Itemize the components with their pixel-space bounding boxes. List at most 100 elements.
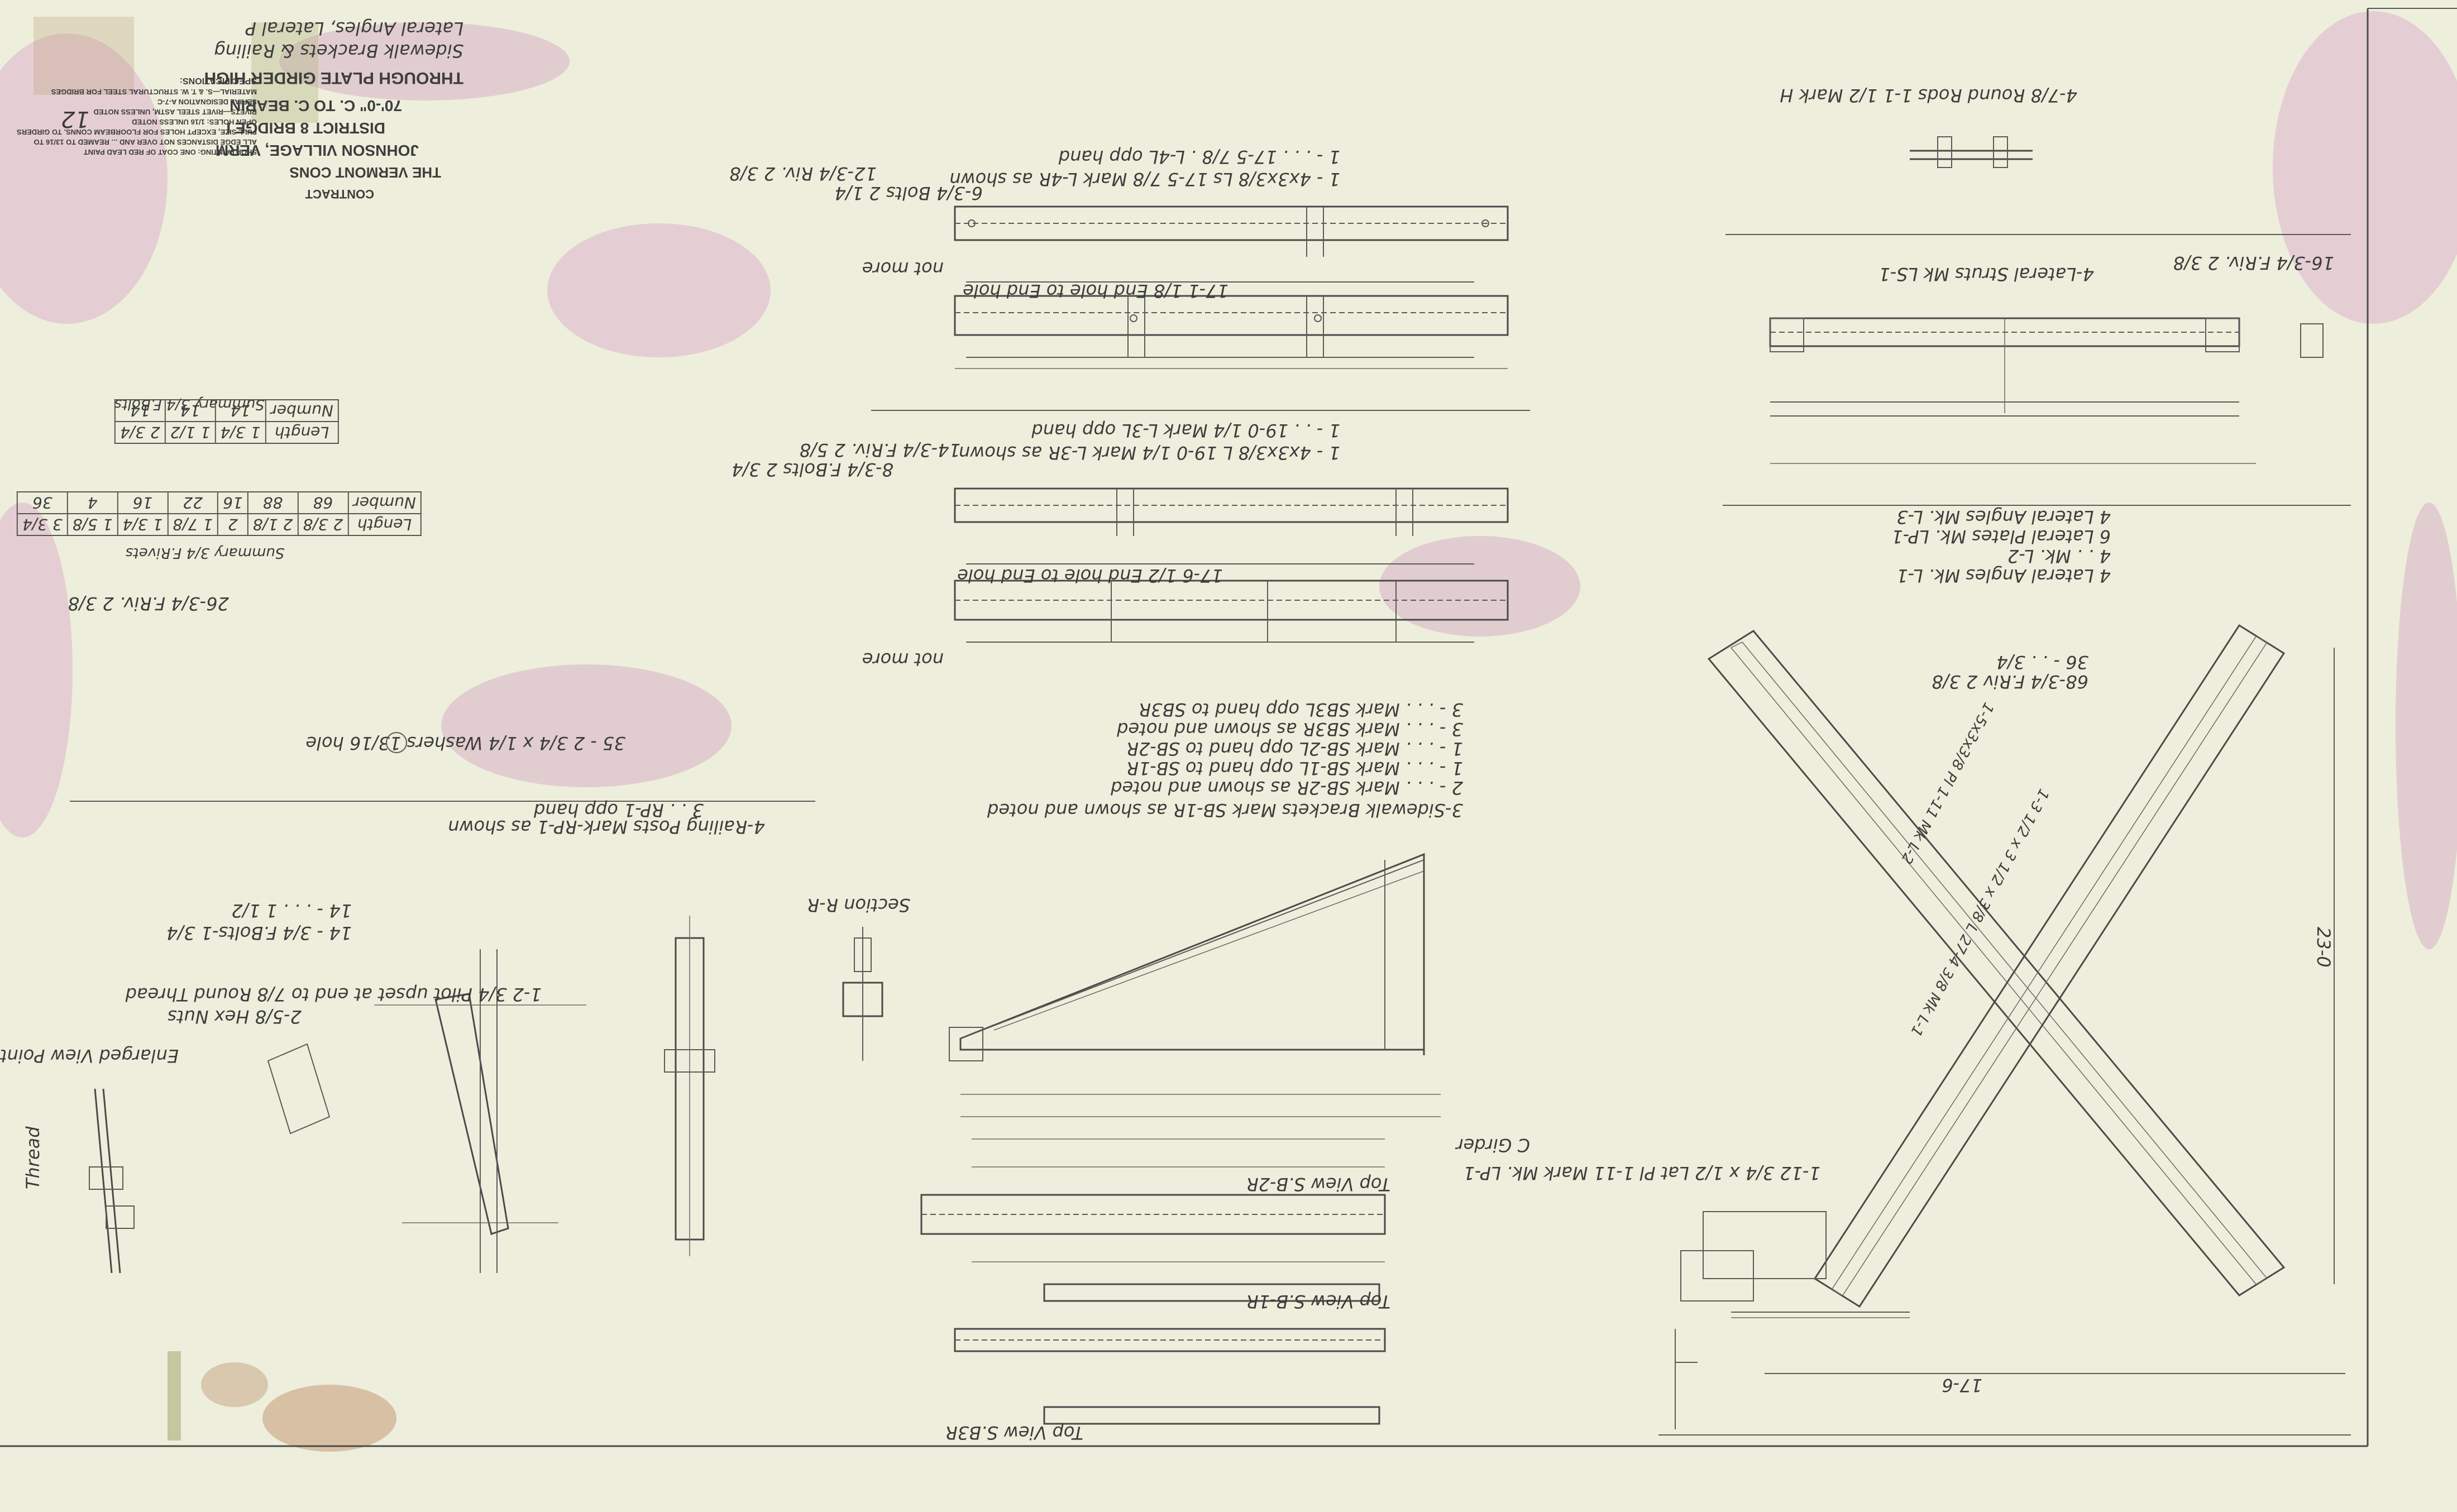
section-rr	[842, 927, 883, 1061]
table-cell: 88	[247, 492, 298, 514]
x-riv2-note: 36 - . . 3/4	[1996, 652, 2088, 673]
end-hole-2: 17-6 1/2 End hole to End hole	[957, 565, 1223, 586]
table-header: Number	[348, 492, 421, 514]
sidewalk-bracket-top-views	[920, 1138, 1386, 1425]
end-hole-1: 17-1 1/8 End hole to End hole	[963, 280, 1228, 302]
spec-line-2: SERIAL DESIGNATION A-7-C	[157, 98, 257, 106]
rivets-table: Length 2 3/8 2 1/8 2 1 7/8 1 3/4 1 5/8 3…	[17, 491, 422, 536]
table-cell: 1 7/8	[168, 514, 218, 535]
table-cell: 2	[218, 514, 248, 535]
lateral-list-2: 4 . . Mk. L-2	[2007, 546, 2111, 567]
spec-line-7: SHOP PAINTING: ONE COAT OF RED LEAD PAIN…	[84, 148, 257, 156]
table-row: Number 14 14 14	[115, 400, 338, 422]
spec-heading: SPECIFICATIONS:	[180, 76, 257, 85]
table-cell: 2 1/8	[247, 514, 298, 535]
l4-bolts: 6-3/4 Bolts 2 1/4	[835, 183, 983, 204]
lateral-bracing-x	[1675, 624, 2345, 1429]
pilot-note: 1-2 3/4 Pilot upset at end to 7/8 Round …	[125, 984, 542, 1005]
sb-note-3: 1 - . . . Mark SB-1L opp hand to SB-1R	[1126, 758, 1463, 779]
table-row: Number 68 88 16 22 16 4 36	[17, 492, 421, 514]
sb-note-5: 3 - . . . Mark SB3R as shown and noted	[1117, 719, 1463, 740]
round-rods-note: 4-7/8 Round Rods 1-1 1/2 Mark H	[1780, 85, 2077, 106]
table-cell: 36	[17, 492, 68, 514]
top-view-sb1r-label: Top View S.B-1R	[1246, 1291, 1390, 1312]
bolts-14b-note: 14 - . . . 1 1/2	[231, 900, 352, 921]
table-cell: 1 3/4	[117, 514, 168, 535]
sb-note-4: 1 - . . . Mark SB-2L opp hand to SB-2R	[1126, 738, 1463, 759]
spec-line-3: RIVETS—RIVET STEEL ASTM, UNLESS NOTED	[93, 108, 257, 116]
l3-line-2: 1 - . . 19-0 1/4 Mark L-3L opp hand	[1031, 420, 1340, 441]
lateral-list-1: 4 Lateral Angles Mk. L-1	[1896, 565, 2111, 586]
rivets-summary-title: Summary 3/4 F.Rivets	[126, 544, 285, 561]
sb-note-2: 2 - . . . Mark SB-2R as shown and noted	[1111, 777, 1463, 798]
table-cell: 1 3/4	[215, 422, 266, 443]
table-header: Length	[265, 422, 338, 443]
l4-line-2: 1 - . . . 17-5 7/8 . L-4L opp hand	[1058, 146, 1340, 168]
table-cell: 1 1/2	[165, 422, 216, 443]
sidewalk-bracket-elevation	[949, 853, 1441, 1117]
table-cell: 3 3/4	[17, 514, 68, 535]
railing-posts-opp-note: 3 . . RP-1 opp hand	[533, 800, 704, 821]
girder-cl-label: C Girder	[1455, 1135, 1530, 1156]
table-cell: 16	[117, 492, 168, 514]
washers-note: 35 - 2 3/4 x 1/4 Washers 13/16 hole	[305, 733, 625, 754]
l3-bolts: 8-3/4 F.Bolts 2 3/4	[732, 459, 893, 480]
rivet-note: 26-3/4 F.Riv. 2 3/8	[68, 593, 229, 614]
l3-riv: 14-3/4 F.Riv. 2 5/8	[800, 439, 960, 461]
table-cell: 14	[215, 400, 266, 422]
contract-label: CONTRACT	[305, 187, 374, 201]
hex-nuts-note: 2-5/8 Hex Nuts	[168, 1006, 302, 1027]
not-more-2: not more	[862, 649, 944, 670]
angle-l3-detail	[954, 487, 1509, 643]
height-dim: 23-0	[2313, 927, 2334, 968]
table-cell: 22	[168, 492, 218, 514]
spec-line-4: OPEN HOLES: 1/16 UNLESS NOTED	[132, 118, 257, 126]
angle-l4-detail	[954, 205, 1509, 369]
lateral-struts-note: 4-Lateral Struts Mk LS-1	[1879, 264, 2094, 285]
lateral-strut-detail	[1769, 317, 2324, 464]
table-cell: 4	[67, 492, 118, 514]
struts-riv-note: 16-3/4 F.Riv. 2 3/8	[2173, 252, 2334, 274]
bolts-table: Length 1 3/4 1 1/2 2 3/4 Number 14 14 14	[114, 399, 339, 444]
title-line-6: Lateral Angles, Lateral P	[245, 18, 463, 39]
table-cell: 68	[298, 492, 348, 514]
bolts-14-note: 14 - 3/4 F.Bolts-1 3/4	[166, 922, 352, 944]
enlarged-view-note: Enlarged View Point 'A'	[0, 1045, 179, 1066]
section-rr-label: Section R-R	[807, 894, 910, 916]
stamp-label: 12	[61, 106, 89, 132]
railing-posts-note: 4-Railing Posts Mark-RP-1 as shown	[448, 816, 765, 838]
table-row: Length 2 3/8 2 1/8 2 1 7/8 1 3/4 1 5/8 3…	[17, 514, 421, 535]
spec-line-6: ALL EDGE DISTANCES NOT OVER AND ... REAM…	[34, 138, 257, 146]
title-line-2: 70'-0" C. TO C. BEARIN	[230, 97, 402, 114]
circle-mark-icon	[386, 732, 407, 753]
round-rod-detail	[1910, 136, 2033, 168]
not-more-1: not more	[862, 258, 944, 279]
lateral-list-3: 6 Lateral Plates Mk. LP-1	[1891, 526, 2111, 547]
lateral-list-4: 4 Lateral Angles Mk. L-3	[1896, 506, 2111, 528]
l4-riv: 12-3/4 Riv. 2 3/8	[729, 163, 877, 184]
enlarged-view-point-a	[89, 1043, 331, 1274]
table-cell: 14	[115, 400, 165, 422]
top-view-sb3r-label: Top View S.B3R	[945, 1422, 1084, 1443]
title-block: THROUGH PLATE GIRDER HIGH 70'-0" C. TO C…	[17, 18, 463, 201]
span-dim: 17-6	[1942, 1375, 1982, 1396]
title-line-4: JOHNSON VILLAGE, VERM	[216, 142, 419, 159]
sb-note-1: 3-Sidewalk Brackets Mark SB-1R as shown …	[987, 800, 1463, 821]
top-view-sb2r-label: Top View S.B-2R	[1246, 1174, 1390, 1195]
title-line-5: THE VERMONT CONS	[289, 164, 441, 181]
lp1-note: 1-12 3/4 x 1/2 Lat Pl 1-11 Mark Mk. LP-1	[1464, 1162, 1820, 1184]
title-line-1: THROUGH PLATE GIRDER HIGH	[204, 69, 463, 87]
spec-line-5: FULL SIZE, EXCEPT HOLES FOR FLOORBEAM CO…	[17, 128, 257, 136]
table-header: Length	[348, 514, 421, 535]
table-cell: 14	[165, 400, 216, 422]
table-header: Number	[265, 400, 338, 422]
l3-line-1: 1 - 4x3x3/8 L 19-0 1/4 Mark L-3R as show…	[959, 442, 1340, 463]
rivets-summary: Summary 3/4 F.Rivets	[126, 544, 284, 561]
table-cell: 2 3/8	[298, 514, 348, 535]
l4-line-1: 1 - 4x3x3/8 Ls 17-5 7/8 Mark L-4R as sho…	[949, 169, 1340, 190]
sb-note-6: 3 - . . . Mark SB3L opp hand to SB3R	[1139, 699, 1463, 720]
table-cell: 1 5/8	[67, 514, 118, 535]
railing-post-elevation	[374, 916, 715, 1273]
